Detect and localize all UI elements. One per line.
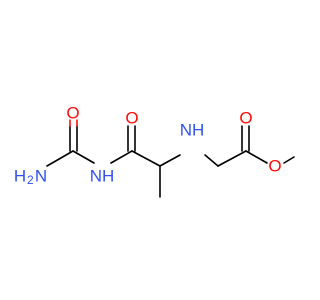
atom-nh2-subscript: 2 bbox=[27, 173, 34, 187]
atom-nh-amine: NH bbox=[180, 121, 205, 140]
bond-nh-c-amide bbox=[110, 150, 133, 164]
bond-c-amide-c-alpha bbox=[131, 150, 161, 167]
atom-nh2-h: H bbox=[14, 167, 26, 186]
atom-nh2-n: N bbox=[35, 167, 47, 186]
bond-skeleton bbox=[46, 119, 295, 198]
structure-svg: O O O O NH NH H 2 N bbox=[14, 104, 295, 198]
atom-labels: O O O O NH NH H 2 N bbox=[14, 104, 282, 188]
atom-o-urea: O bbox=[66, 104, 79, 123]
molecule-diagram: O O O O NH NH H 2 N bbox=[14, 104, 295, 198]
atom-nh-imide: NH bbox=[90, 167, 115, 186]
bond-c-ester-o-single bbox=[245, 150, 268, 164]
atom-o-amide: O bbox=[125, 109, 138, 128]
atom-o-ester-carbonyl: O bbox=[239, 109, 252, 128]
bond-o-methyl bbox=[283, 156, 295, 164]
atom-o-ester-methoxy: O bbox=[268, 157, 281, 176]
bond-nh-ch2 bbox=[204, 154, 219, 167]
bond-c-alpha-nh bbox=[159, 154, 181, 167]
bond-ch2-c-ester bbox=[217, 150, 247, 167]
bond-c-urea-nh bbox=[72, 150, 95, 164]
bond-nh2-c-urea bbox=[46, 150, 74, 167]
